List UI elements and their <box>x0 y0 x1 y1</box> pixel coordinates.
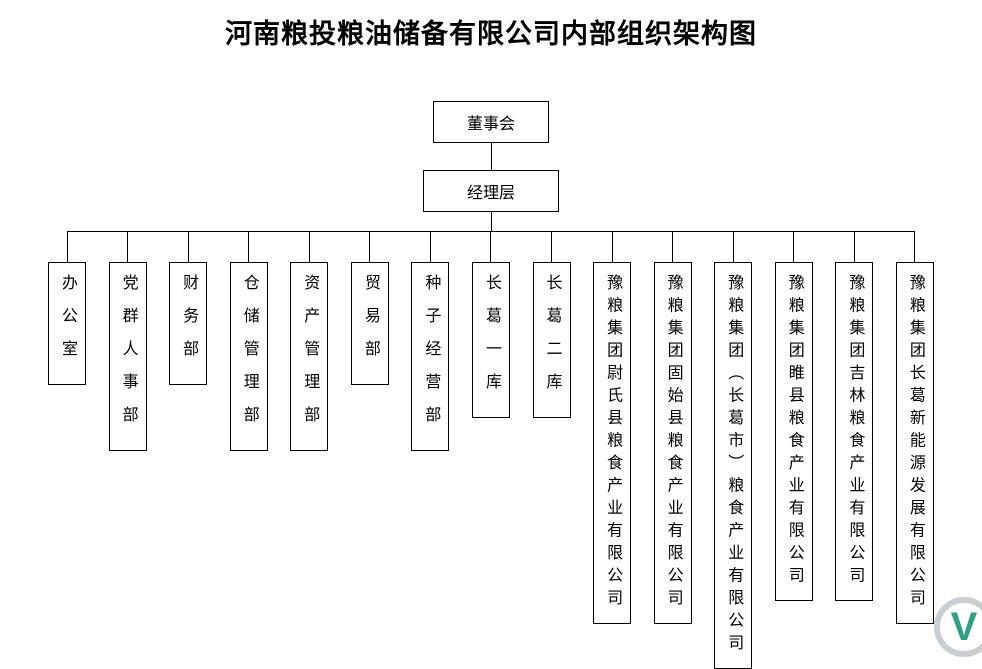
org-unit-column: 长葛一库 <box>471 232 510 418</box>
unit-box-warehouse-mgmt: 仓储管理部 <box>229 262 268 451</box>
unit-box-seed-business: 种子经营部 <box>411 262 450 451</box>
connector-tick <box>66 232 68 262</box>
org-unit-column: 豫粮集团长葛新能源发展有限公司 <box>895 232 934 624</box>
watermark-letter: V <box>951 605 978 649</box>
connector-root-to-management <box>490 143 492 170</box>
org-unit-column: 豫粮集团吉林粮食产业有限公司 <box>835 232 874 601</box>
unit-box-changge-warehouse-1: 长葛一库 <box>471 262 510 418</box>
org-unit-column: 仓储管理部 <box>229 232 268 451</box>
connector-tick <box>793 232 795 262</box>
unit-label: 党群人事部 <box>119 274 137 439</box>
org-unit-column: 种子经营部 <box>411 232 450 451</box>
org-unit-column: 豫粮集团睢县粮食产业有限公司 <box>774 232 813 601</box>
connector-tick <box>611 232 613 262</box>
unit-label: 长葛二库 <box>543 274 561 406</box>
unit-box-office: 办公室 <box>48 262 86 385</box>
connector-tick <box>308 232 310 262</box>
page-title: 河南粮投粮油储备有限公司内部组织架构图 <box>225 19 757 49</box>
connector-tick <box>672 232 674 262</box>
unit-box-party-personnel: 党群人事部 <box>108 262 147 451</box>
watermark-ring <box>934 597 982 657</box>
unit-label: 种子经营部 <box>422 274 440 439</box>
unit-box-finance: 财务部 <box>169 262 208 385</box>
unit-label: 豫粮集团（长葛市）粮食产业有限公司 <box>725 274 743 657</box>
unit-box-jilin-company: 豫粮集团吉林粮食产业有限公司 <box>835 262 874 601</box>
connector-tick <box>551 232 552 262</box>
unit-label: 豫粮集团吉林粮食产业有限公司 <box>846 274 864 589</box>
branch-horizontal-line <box>67 231 915 232</box>
management-node-label: 经理层 <box>466 185 515 202</box>
org-unit-column: 豫粮集团尉氏县粮食产业有限公司 <box>593 232 632 624</box>
connector-tick <box>127 232 129 262</box>
unit-box-changge-warehouse-2: 长葛二库 <box>532 262 571 418</box>
unit-box-trade: 贸易部 <box>350 262 389 385</box>
unit-box-weishi-company: 豫粮集团尉氏县粮食产业有限公司 <box>593 262 632 624</box>
org-unit-column: 长葛二库 <box>532 232 571 418</box>
org-unit-column: 豫粮集团固始县粮食产业有限公司 <box>653 232 692 624</box>
org-unit-column: 豫粮集团（长葛市）粮食产业有限公司 <box>714 232 753 669</box>
unit-label: 贸易部 <box>361 274 379 373</box>
org-unit-column: 资产管理部 <box>290 232 329 451</box>
unit-label: 长葛一库 <box>482 274 500 406</box>
unit-box-asset-mgmt: 资产管理部 <box>290 262 329 451</box>
root-node-label: 董事会 <box>466 116 515 133</box>
unit-label: 财务部 <box>180 274 198 373</box>
org-unit-column: 办公室 <box>48 232 86 385</box>
management-node-box: 经理层 <box>423 170 559 212</box>
connector-tick <box>187 232 189 262</box>
unit-label: 豫粮集团固始县粮食产业有限公司 <box>664 274 682 612</box>
connector-tick <box>853 232 855 262</box>
org-unit-column: 党群人事部 <box>108 232 147 451</box>
connector-tick <box>914 232 916 262</box>
connector-tick <box>369 232 371 262</box>
unit-label: 豫粮集团尉氏县粮食产业有限公司 <box>604 274 622 612</box>
org-unit-column: 财务部 <box>169 232 208 385</box>
unit-label: 资产管理部 <box>301 274 319 439</box>
connector-tick <box>248 232 250 262</box>
unit-box-gushi-company: 豫粮集团固始县粮食产业有限公司 <box>653 262 692 624</box>
unit-box-new-energy-company: 豫粮集团长葛新能源发展有限公司 <box>895 262 934 624</box>
unit-box-changge-city-company: 豫粮集团（长葛市）粮食产业有限公司 <box>714 262 753 669</box>
watermark-logo: V <box>934 597 982 657</box>
org-unit-column: 贸易部 <box>350 232 389 385</box>
connector-management-to-branch <box>490 212 492 231</box>
unit-box-suixian-company: 豫粮集团睢县粮食产业有限公司 <box>774 262 813 601</box>
units-row: 办公室 党群人事部 财务部 仓储管理部 资产管理部 <box>48 232 934 669</box>
connector-tick <box>732 232 734 262</box>
unit-label: 豫粮集团长葛新能源发展有限公司 <box>906 274 924 612</box>
root-node-box: 董事会 <box>433 101 549 143</box>
org-chart: 董事会 经理层 办公室 党群人事部 财务部 仓储管理 <box>48 101 934 669</box>
unit-label: 仓储管理部 <box>240 274 258 439</box>
connector-tick <box>429 232 431 262</box>
connector-tick <box>490 232 492 262</box>
unit-label: 豫粮集团睢县粮食产业有限公司 <box>785 274 803 589</box>
unit-label: 办公室 <box>59 274 76 373</box>
